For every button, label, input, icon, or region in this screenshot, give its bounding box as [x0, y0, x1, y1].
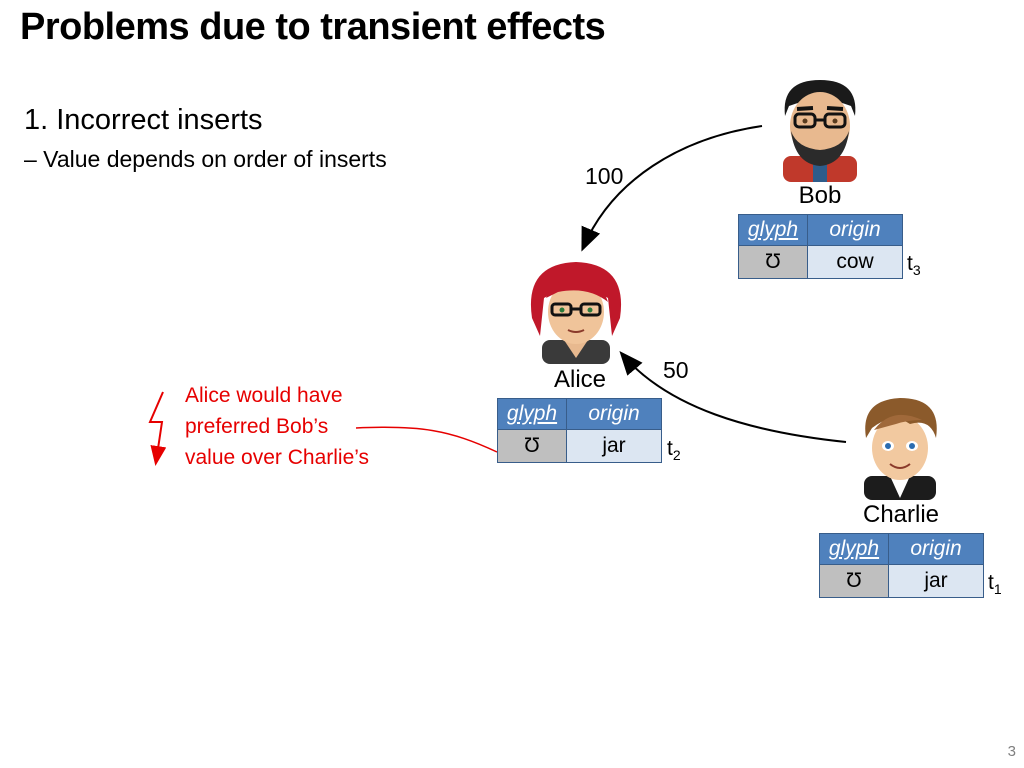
- alice-origin-cell: jar: [566, 429, 662, 463]
- page-number: 3: [1007, 743, 1016, 760]
- note-connector: [355, 426, 498, 453]
- edge-bob-alice: [581, 125, 763, 252]
- note-line: Alice would have: [185, 384, 343, 407]
- bob-table: glyph origin Ʊ cow: [738, 214, 903, 279]
- alice-avatar-icon: [530, 262, 622, 364]
- annotation-note: Alice would have preferred Bob’s value o…: [185, 380, 369, 473]
- charlie-table: glyph origin Ʊ jar: [819, 533, 984, 598]
- alice-origin-header: origin: [566, 398, 662, 430]
- bob-origin-header: origin: [807, 214, 903, 246]
- bullet-level1: 1. Incorrect inserts: [24, 104, 263, 136]
- bob-name: Bob: [798, 182, 842, 209]
- bob-glyph-cell: Ʊ: [738, 245, 808, 279]
- bob-origin-cell: cow: [807, 245, 903, 279]
- lightning-icon: [148, 391, 167, 466]
- charlie-avatar-icon: [864, 398, 937, 500]
- edge-charlie-alice: [619, 350, 847, 443]
- bob-time: t3: [907, 252, 921, 279]
- alice-name: Alice: [553, 366, 607, 393]
- edge-label-bob-alice: 100: [585, 163, 624, 189]
- alice-glyph-cell: Ʊ: [497, 429, 567, 463]
- slide-title: Problems due to transient effects: [20, 6, 606, 48]
- alice-time: t2: [667, 437, 681, 464]
- charlie-name: Charlie: [862, 501, 940, 528]
- edge-label-charlie-alice: 50: [663, 357, 689, 383]
- charlie-glyph-header: glyph: [819, 533, 889, 565]
- charlie-origin-header: origin: [888, 533, 984, 565]
- note-line: preferred Bob’s: [185, 415, 329, 438]
- alice-glyph-header: glyph: [497, 398, 567, 430]
- bob-glyph-header: glyph: [738, 214, 808, 246]
- alice-table: glyph origin Ʊ jar: [497, 398, 662, 463]
- charlie-glyph-cell: Ʊ: [819, 564, 889, 598]
- charlie-origin-cell: jar: [888, 564, 984, 598]
- charlie-time: t1: [988, 571, 1002, 598]
- bullet-level2: – Value depends on order of inserts: [24, 146, 387, 172]
- bob-avatar-icon: [783, 80, 857, 182]
- note-line: value over Charlie’s: [185, 446, 370, 469]
